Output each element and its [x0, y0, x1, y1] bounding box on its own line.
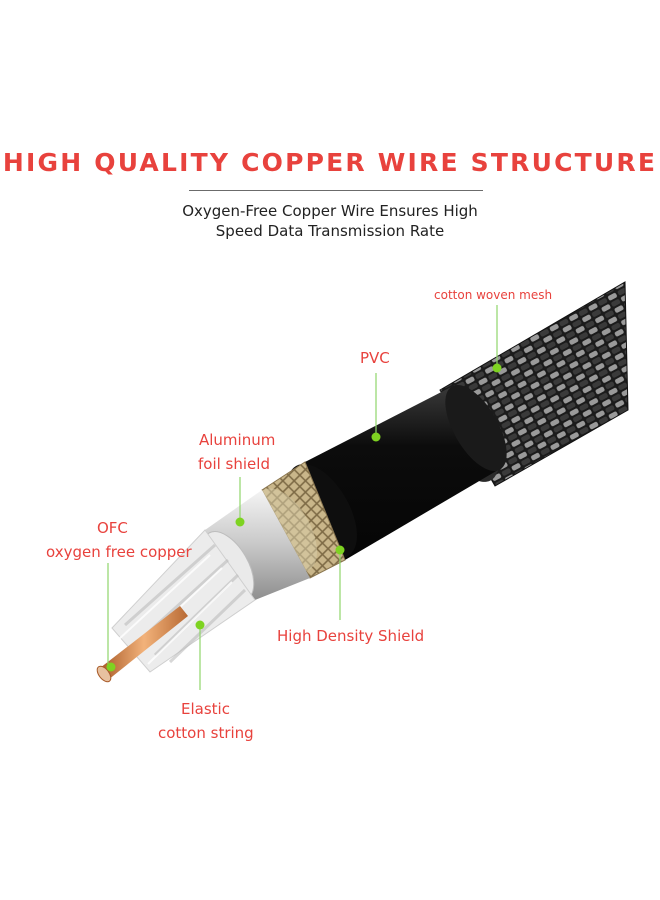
copper-conductor	[100, 606, 188, 680]
callout-dot-shield	[335, 545, 345, 555]
label-elastic-line-2: cotton string	[158, 724, 254, 742]
page-title: HIGH QUALITY COPPER WIRE STRUCTURE	[2, 148, 658, 177]
subtitle-line-1: Oxygen-Free Copper Wire Ensures High	[182, 202, 478, 220]
callout-dot-elastic	[195, 620, 205, 630]
subtitle-line-2: Speed Data Transmission Rate	[215, 222, 445, 240]
label-foil-line-1: Aluminum	[199, 431, 276, 449]
label-high-density-shield: High Density Shield	[277, 627, 425, 645]
label-foil-line-2: foil shield	[198, 455, 270, 473]
callout-dot-ofc	[106, 662, 116, 672]
aluminum-foil-layer	[205, 490, 310, 600]
callout-dot-pvc	[371, 432, 381, 442]
label-ofc-line-1: OFC	[97, 519, 128, 537]
label-pvc: PVC	[360, 349, 390, 367]
label-elastic-line-1: Elastic	[181, 700, 230, 718]
callout-dot-foil	[235, 517, 245, 527]
label-ofc-line-2: oxygen free copper	[46, 543, 192, 561]
title-divider	[189, 190, 483, 191]
callout-dot-mesh	[492, 363, 502, 373]
label-cotton-woven-mesh: cotton woven mesh	[434, 288, 553, 302]
